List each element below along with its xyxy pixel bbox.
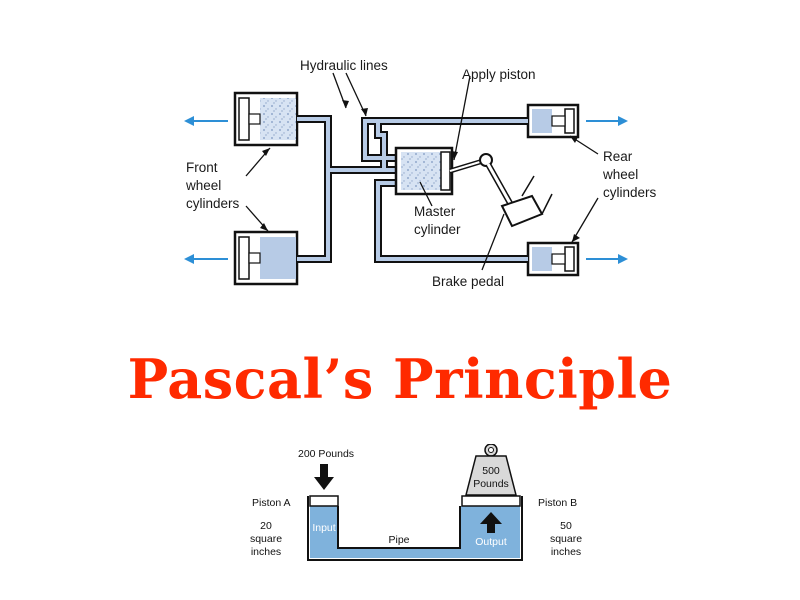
pipe-label: Pipe	[388, 534, 409, 546]
front-top-wheel-cylinder	[233, 91, 299, 147]
piston-b-area-3: inches	[551, 546, 581, 558]
piston-a	[309, 495, 339, 507]
piston-a-area-3: inches	[251, 546, 281, 558]
input-force-label: 200 Pounds	[298, 448, 354, 460]
leader-arrowheads	[260, 100, 580, 242]
piston-b	[461, 495, 521, 507]
hydraulic-lines	[297, 115, 528, 263]
piston-a-area-2: square	[250, 533, 282, 545]
rear-top-arrow	[586, 116, 628, 126]
piston-b-area-2: square	[550, 533, 582, 545]
input-label: Input	[312, 522, 335, 534]
master-cylinder-label-2: cylinder	[414, 222, 461, 237]
output-force-arrow	[480, 512, 502, 533]
piston-a-area-1: 20	[260, 520, 272, 532]
piston-b-label: Piston B	[538, 497, 577, 509]
brake-pedal-linkage	[449, 153, 553, 228]
brake-pedal-label: Brake pedal	[432, 274, 504, 289]
rear-top-wheel-cylinder	[526, 103, 580, 139]
front-bottom-arrow	[184, 254, 228, 264]
weight-icon	[465, 444, 517, 496]
master-cylinder-label-1: Master	[414, 204, 456, 219]
front-bottom-wheel-cylinder	[233, 230, 299, 286]
pipe-wall	[337, 506, 461, 549]
rear-wheel-cylinders-label-3: cylinders	[603, 185, 657, 200]
front-wheel-cylinders-label-1: Front	[186, 160, 218, 175]
weight-label-1: 500	[482, 465, 500, 477]
apply-piston-label: Apply piston	[462, 67, 536, 82]
rear-wheel-cylinders-label-1: Rear	[603, 149, 633, 164]
brake-system-drawing: Hydraulic lines Apply piston Front wheel…	[184, 58, 657, 289]
rear-wheel-cylinders-label-2: wheel	[602, 167, 638, 182]
brake-system-diagram: Hydraulic lines Apply piston Front wheel…	[150, 48, 670, 306]
front-wheel-cylinders-label-3: cylinders	[186, 196, 240, 211]
piston-a-label: Piston A	[252, 497, 291, 509]
page-title: Pascal’s Principle	[127, 347, 673, 411]
vessel-outline	[307, 496, 523, 561]
piston-b-area-1: 50	[560, 520, 572, 532]
rear-bottom-arrow	[586, 254, 628, 264]
front-top-arrow	[184, 116, 228, 126]
master-cylinder	[394, 146, 454, 196]
weight-label-2: Pounds	[473, 478, 509, 490]
input-force-arrow	[314, 464, 334, 490]
hydraulic-lines-label: Hydraulic lines	[300, 58, 388, 73]
hydraulic-press-diagram: 200 Pounds 500 Pounds Piston A 20 square…	[240, 444, 600, 574]
fluid	[310, 506, 520, 558]
output-label: Output	[475, 536, 507, 548]
hydraulic-press-drawing: 200 Pounds 500 Pounds Piston A 20 square…	[250, 444, 582, 561]
front-wheel-cylinders-label-2: wheel	[185, 178, 221, 193]
rear-bottom-wheel-cylinder	[526, 241, 580, 277]
